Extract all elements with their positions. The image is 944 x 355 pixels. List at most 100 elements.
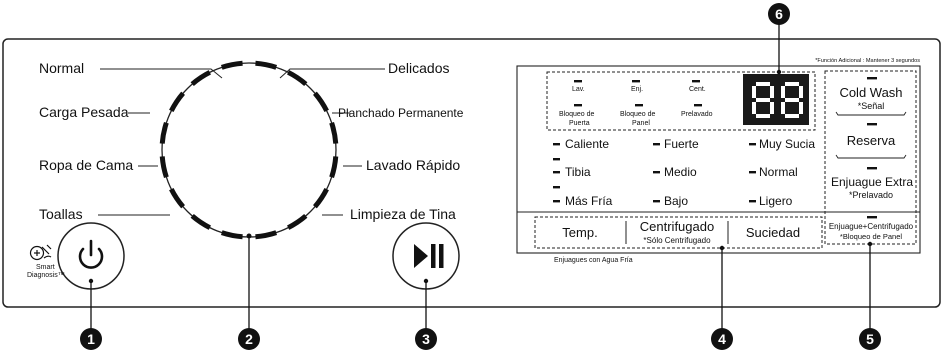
reserva-button[interactable]: Reserva: [847, 133, 896, 148]
cold-wash-bracket: [835, 111, 907, 116]
display-segment: [770, 86, 774, 98]
svg-text:4: 4: [718, 331, 726, 347]
enjuague-centrifugado-sub-label: *Bloqueo de Panel: [840, 232, 902, 241]
dial-tick: [169, 187, 186, 209]
display-segment: [756, 114, 770, 118]
display-segment: [756, 82, 770, 86]
status-led-bloqueo-puerta-2: Puerta: [569, 120, 590, 127]
spin-option-bajo: Bajo: [664, 194, 688, 208]
dial-tick: [329, 121, 339, 144]
cycle-label-lavado-rapido: Lavado Rápido: [366, 157, 460, 173]
callout-2: 2: [238, 328, 260, 350]
cycle-label-planchado-permanente: Planchado Permanente: [338, 106, 464, 120]
callout-1: 1: [80, 328, 102, 350]
display-segment: [799, 102, 803, 114]
status-led-prelavado: Prelavado: [681, 111, 713, 118]
panel-outline: [2, 38, 941, 308]
dial-tick: [190, 70, 212, 87]
dial-tick: [220, 60, 243, 70]
soil-option-ligero: Ligero: [759, 194, 793, 208]
dial-tick: [329, 156, 339, 179]
display-segment: [785, 98, 799, 102]
temp-option-mas-fria: Más Fría: [565, 194, 613, 208]
dial-tick: [220, 230, 243, 240]
enjuague-extra-button[interactable]: Enjuague Extra: [831, 175, 913, 189]
soil-option-normal: Normal: [759, 165, 798, 179]
temp-option-caliente: Caliente: [565, 137, 609, 151]
cycle-label-carga-pesada: Carga Pesada: [39, 104, 129, 120]
dial-tick: [159, 156, 169, 179]
centrifugado-button[interactable]: Centrifugado: [640, 219, 714, 234]
spin-option-fuerte: Fuerte: [664, 137, 699, 151]
svg-text:2: 2: [245, 331, 253, 347]
dial-tick: [286, 70, 308, 87]
status-leds-box: [546, 71, 816, 131]
display-segment: [785, 114, 799, 118]
play-pause-icon: [414, 244, 444, 268]
power-icon: [78, 239, 104, 269]
cycle-label-delicados: Delicados: [388, 60, 449, 76]
callout-4: 4: [711, 328, 733, 350]
dial-tick: [169, 91, 186, 113]
cycle-label-ropa-de-cama: Ropa de Cama: [39, 157, 133, 173]
power-button[interactable]: [57, 222, 125, 290]
status-led-bloqueo-panel: Bloqueo de: [620, 111, 656, 118]
status-led-bloqueo-panel-2: Panel: [632, 120, 650, 127]
callout-6: 6: [768, 3, 790, 25]
callout-line-dots: [719, 69, 873, 251]
control-area-outline: [516, 65, 921, 254]
display-segment: [752, 86, 756, 98]
smart-diagnosis-label: Smart: [36, 264, 55, 271]
display-segment: [756, 98, 770, 102]
status-led-enj: Enj.: [631, 86, 643, 93]
cold-wash-button[interactable]: Cold Wash: [839, 85, 902, 100]
dial-tick: [286, 213, 308, 230]
dial-tick: [190, 213, 212, 230]
display-segment: [770, 102, 774, 114]
smart-diagnosis-label-2: Diagnosis™: [27, 272, 65, 279]
reserva-bracket: [835, 154, 907, 159]
dial-tick: [159, 121, 169, 144]
callout-5: 5: [859, 328, 881, 350]
dial-tick: [255, 230, 278, 240]
spin-option-medio: Medio: [664, 165, 697, 179]
soil-led-markers: [749, 143, 756, 203]
dial-tick: [312, 187, 329, 209]
callout-3: 3: [415, 328, 437, 350]
enjuagues-note: Enjuagues con Agua Fría: [554, 257, 633, 264]
cycle-label-limpieza-de-tina: Limpieza de Tina: [350, 206, 456, 222]
cycle-label-toallas: Toallas: [39, 206, 83, 222]
smart-diagnosis-icon: [29, 244, 52, 261]
display-segment: [781, 86, 785, 98]
cycle-leader-lines: [98, 68, 385, 216]
options-led-markers: [867, 77, 877, 219]
bottom-buttons-box: [534, 216, 823, 249]
centrifugado-sub-label: *Sólo Centrifugado: [643, 236, 711, 245]
cycle-dial[interactable]: [159, 60, 339, 240]
display-segment: [752, 102, 756, 114]
cycle-label-normal: Normal: [39, 60, 84, 76]
svg-text:3: 3: [422, 331, 430, 347]
funcion-adicional-note: *Función Adicional : Mantener 3 segundos: [815, 58, 920, 64]
status-led-cent: Cent.: [689, 86, 706, 93]
options-column-box: [824, 70, 917, 245]
dial-tick: [312, 91, 329, 113]
display-segment: [785, 82, 799, 86]
enjuague-extra-sub-label: *Prelavado: [849, 190, 893, 200]
dial-ring: [161, 62, 337, 238]
temp-option-tibia: Tibia: [565, 165, 591, 179]
callout-lines: [90, 24, 871, 330]
status-led-lav: Lav.: [572, 86, 585, 93]
display-segment: [781, 102, 785, 114]
start-pause-button[interactable]: [392, 222, 460, 290]
suciedad-button[interactable]: Suciedad: [746, 225, 800, 240]
temp-button[interactable]: Temp.: [562, 225, 597, 240]
status-led-bloqueo-puerta: Bloqueo de: [559, 111, 595, 118]
svg-text:6: 6: [775, 6, 783, 22]
enjuague-centrifugado-button[interactable]: Enjuague+Centrifugado: [829, 222, 914, 231]
display-segment: [799, 86, 803, 98]
temp-led-markers: [553, 143, 560, 203]
digital-display: [743, 74, 809, 125]
status-led-markers: [574, 80, 702, 107]
